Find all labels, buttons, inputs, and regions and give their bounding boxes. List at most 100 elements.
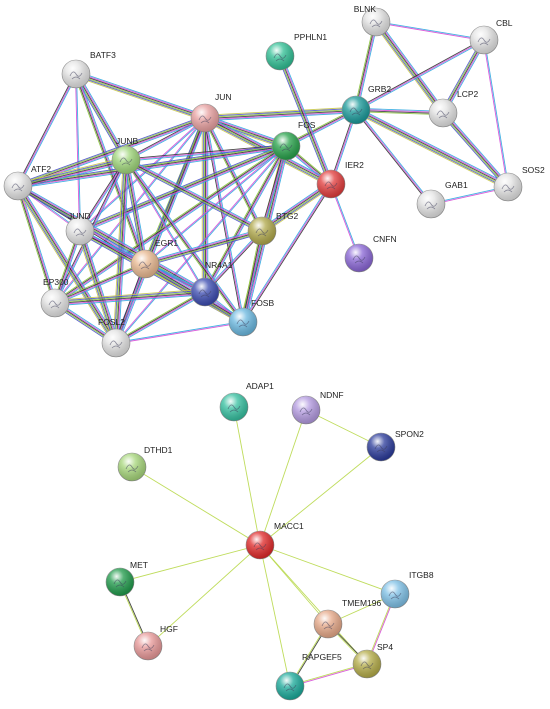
node-label: LCP2 [457,89,479,99]
protein-structure-icon [198,115,212,124]
node-label: DTHD1 [144,445,173,455]
node-fosb[interactable]: FOSB [228,298,274,337]
node-blnk[interactable]: BLNK [354,4,391,37]
protein-structure-icon [109,340,123,349]
node-label: TMEM196 [342,598,381,608]
node-atf2[interactable]: ATF2 [3,164,51,201]
edge-FOSB-IER2 [241,183,333,323]
node-label: EGR1 [155,238,178,248]
protein-structure-icon [324,181,338,190]
protein-structure-icon [141,643,155,652]
node-macc1[interactable]: MACC1 [245,521,304,560]
protein-structure-icon [236,319,250,328]
edge-FOS-JUNB [125,144,287,162]
node-label: CBL [496,18,513,28]
edge-BATF3-EGR1 [74,73,147,265]
protein-structure-icon [227,404,241,413]
edge-FOS-FOSL2 [115,145,287,344]
node-label: BLNK [354,4,377,14]
node-egr1[interactable]: EGR1 [130,238,178,279]
node-label: NDNF [320,390,344,400]
node-fosl2[interactable]: FOSL2 [98,317,131,358]
edge-MACC1-RAPGEF5 [259,544,291,687]
protein-structure-icon [73,228,87,237]
node-nr4a1[interactable]: NR4A1 [190,260,233,307]
edge-MACC1-ADAP1 [233,406,261,546]
protein-structure-icon [477,37,491,46]
edge-CBL-GRB2 [355,38,485,112]
node-spon2[interactable]: SPON2 [366,429,424,462]
node-hgf[interactable]: HGF [133,624,178,661]
node-cnfn[interactable]: CNFN [344,234,397,273]
node-junb[interactable]: JUNB [111,136,141,175]
protein-structure-icon [283,683,297,692]
node-ndnf[interactable]: NDNF [291,390,344,425]
protein-structure-icon [48,300,62,309]
protein-structure-icon [388,591,402,600]
edge-BLNK-CBL [375,21,485,41]
node-label: HGF [160,624,178,634]
edge-EGR1-EP300 [54,262,146,305]
protein-structure-icon [11,183,25,192]
edge-CBL-SOS2 [483,39,509,188]
edge-FOS-NR4A1 [203,144,288,294]
node-itgb8[interactable]: ITGB8 [380,570,434,609]
node-adap1[interactable]: ADAP1 [219,381,274,422]
node-sos2[interactable]: SOS2 [493,165,545,202]
node-lcp2[interactable]: LCP2 [428,89,479,128]
edge-JUND-FOSL2 [76,230,120,344]
node-btg2[interactable]: BTG2 [247,211,298,246]
node-pphln1[interactable]: PPHLN1 [265,32,327,71]
node-label: JUNB [116,136,139,146]
protein-structure-icon [273,53,287,62]
node-sp4[interactable]: SP4 [352,642,393,679]
protein-structure-icon [352,255,366,264]
node-fos[interactable]: FOS [271,120,316,161]
node-label: MACC1 [274,521,304,531]
edge-BATF3-ATF2 [16,73,78,187]
protein-structure-icon [501,184,515,193]
node-label: SPON2 [395,429,424,439]
node-ep300[interactable]: EP300 [40,277,70,318]
node-gab1[interactable]: GAB1 [416,180,468,219]
edge-MACC1-NDNF [259,409,307,546]
node-jund[interactable]: JUND [65,211,95,246]
edge-FOS-BTG2 [260,145,288,232]
protein-structure-icon [119,157,133,166]
edge-MACC1-MET [119,544,261,583]
node-jun[interactable]: JUN [190,92,232,133]
node-label: EP300 [43,277,69,287]
node-label: SP4 [377,642,393,652]
node-label: JUND [68,211,91,221]
edge-BATF3-JUN [74,70,207,122]
node-label: ADAP1 [246,381,274,391]
protein-structure-icon [138,261,152,270]
edge-GRB2-LCP2 [355,107,444,116]
node-label: NR4A1 [205,260,233,270]
protein-structure-icon [255,228,269,237]
node-batf3[interactable]: BATF3 [61,50,116,89]
node-label: BATF3 [90,50,116,60]
edge-ATF2-EP300 [15,185,58,304]
node-label: GAB1 [445,180,468,190]
edge-MACC1-SPON2 [259,446,382,546]
node-met[interactable]: MET [105,560,148,597]
node-ier2[interactable]: IER2 [316,160,364,199]
node-dthd1[interactable]: DTHD1 [117,445,173,482]
node-cbl[interactable]: CBL [469,18,513,55]
protein-structure-icon [360,661,374,670]
node-label: SOS2 [522,165,545,175]
edge-GRB2-GAB1 [354,109,433,205]
node-tmem196[interactable]: TMEM196 [313,598,381,639]
node-label: IER2 [345,160,364,170]
node-rapgef5[interactable]: RAPGEF5 [275,652,342,701]
protein-structure-icon [253,542,267,551]
node-grb2[interactable]: GRB2 [341,84,391,125]
protein-structure-icon [374,444,388,453]
edge-LCP2-SOS2 [441,111,510,189]
edge-JUNB-BTG2 [124,157,264,234]
edge-PPHLN1-IER2 [277,55,334,185]
edge-NR4A1-FOSL2 [114,290,207,345]
edge-BATF3-JUND [75,73,81,232]
